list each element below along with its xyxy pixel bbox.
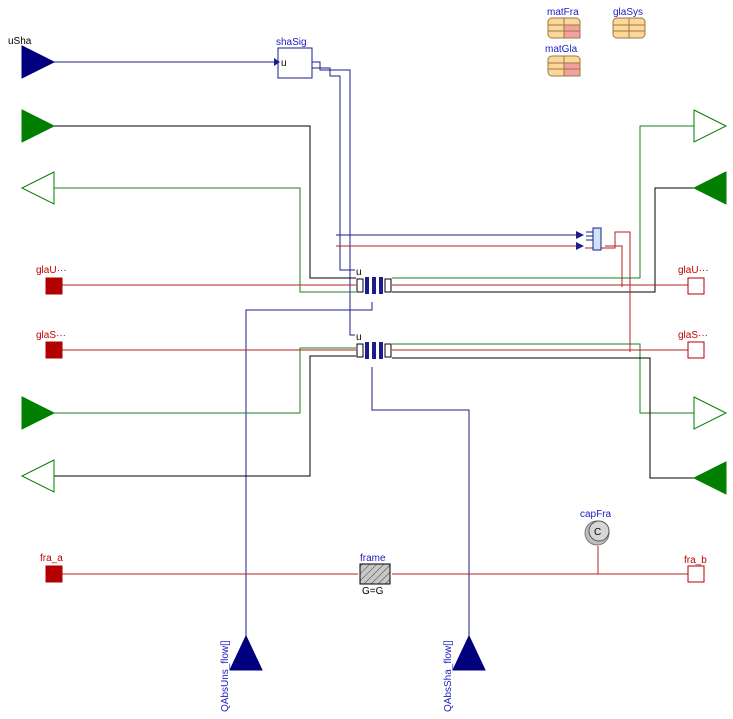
qabssha-triangle-icon bbox=[452, 634, 486, 671]
shaded-exchange-block[interactable]: u bbox=[356, 332, 392, 359]
glass-pane-icon bbox=[379, 342, 383, 359]
radiation-output-unshaded-left-icon[interactable] bbox=[20, 171, 55, 205]
radiation-output-unshaded-right-icon[interactable] bbox=[693, 109, 728, 143]
wire-qabssha bbox=[371, 367, 470, 670]
heat-port-open-icon bbox=[687, 565, 705, 583]
radiation-output-shaded-right-icon[interactable] bbox=[693, 396, 728, 430]
glass-pane-icon bbox=[365, 277, 369, 294]
wire-rad-right-in-1 bbox=[392, 187, 694, 293]
wire-rad-out-2 bbox=[54, 355, 356, 477]
usha-port[interactable]: uSha bbox=[8, 36, 56, 79]
fra-a-port[interactable]: fra_a bbox=[40, 553, 63, 583]
wire-shasig-to-conv-shaded bbox=[312, 61, 355, 336]
glasha-right-label: glaS··· bbox=[678, 330, 708, 341]
glauns-left-port[interactable]: glaU··· bbox=[36, 265, 67, 295]
capfra-symbol: C bbox=[594, 527, 601, 538]
qabsuns-label: QAbsUns_flow[] bbox=[220, 640, 231, 712]
capfra-label: capFra bbox=[580, 509, 612, 520]
glauns-left-label: glaU··· bbox=[36, 265, 67, 276]
wire-rad-right-in-2 bbox=[392, 357, 694, 479]
capfra-capacitor[interactable]: capFra C bbox=[580, 509, 612, 546]
record-table-icon bbox=[612, 17, 646, 39]
shasig-input-arrow-icon bbox=[274, 58, 280, 66]
usha-label: uSha bbox=[8, 36, 32, 47]
shaded-exchange-port-label: u bbox=[356, 332, 362, 343]
shasig-block[interactable]: u shaSig bbox=[274, 37, 313, 79]
layer-rect bbox=[384, 278, 392, 293]
matgla-label: matGla bbox=[545, 44, 578, 55]
frame-conductor[interactable]: frame G=G bbox=[359, 553, 391, 597]
wire-switch-red-2 bbox=[605, 245, 623, 287]
heat-port-open-icon bbox=[687, 341, 705, 359]
shasig-box bbox=[277, 47, 313, 79]
wire-switch-heat bbox=[585, 231, 631, 352]
heat-port-filled-icon bbox=[45, 341, 63, 359]
record-table-icon bbox=[547, 17, 581, 39]
heat-wires bbox=[62, 231, 688, 575]
frame-param-label: G=G bbox=[362, 586, 384, 597]
fra-b-port[interactable]: fra_b bbox=[684, 555, 707, 583]
capacitor-icon bbox=[588, 520, 610, 542]
signal-wires bbox=[54, 61, 578, 670]
glasha-left-port[interactable]: glaS··· bbox=[36, 330, 66, 359]
qabssha-label: QAbsSha_flow[] bbox=[443, 640, 454, 712]
matfra-label: matFra bbox=[547, 7, 579, 18]
radiation-wires bbox=[54, 125, 694, 479]
wire-qabsuns bbox=[245, 302, 373, 670]
wire-rad-out-1 bbox=[54, 187, 356, 293]
layer-rect bbox=[384, 343, 392, 358]
qabssha-flow-port[interactable]: QAbsSha_flow[] bbox=[443, 634, 486, 712]
glauns-right-port[interactable]: glaU··· bbox=[678, 265, 709, 295]
record-table-icon bbox=[547, 55, 581, 77]
glass-pane-icon bbox=[379, 277, 383, 294]
qabsuns-flow-port[interactable]: QAbsUns_flow[] bbox=[220, 634, 263, 712]
radiation-input-unshaded-right-icon[interactable] bbox=[692, 171, 727, 205]
shasig-port-label: u bbox=[281, 58, 287, 69]
wire-rad-right-out-2 bbox=[392, 343, 694, 414]
glauns-right-label: glaU··· bbox=[678, 265, 709, 276]
switch-box bbox=[592, 227, 602, 251]
matfra-record[interactable]: matFra bbox=[547, 7, 581, 39]
heat-port-filled-icon bbox=[45, 565, 63, 583]
usha-triangle-icon bbox=[21, 45, 56, 79]
layer-rect bbox=[356, 278, 364, 293]
fra-a-label: fra_a bbox=[40, 553, 63, 564]
glasys-record[interactable]: glaSys bbox=[612, 7, 646, 39]
glasys-label: glaSys bbox=[613, 7, 643, 18]
switch-input-arrow-icon bbox=[576, 231, 584, 239]
radiation-input-shaded-left-icon[interactable] bbox=[21, 396, 56, 430]
switch-block[interactable] bbox=[576, 227, 602, 251]
glass-pane-icon bbox=[372, 342, 376, 359]
heat-port-open-icon bbox=[687, 277, 705, 295]
glasha-left-label: glaS··· bbox=[36, 330, 66, 341]
matgla-record[interactable]: matGla bbox=[545, 44, 581, 77]
glass-pane-icon bbox=[372, 277, 376, 294]
glasha-right-port[interactable]: glaS··· bbox=[678, 330, 708, 359]
shasig-label: shaSig bbox=[276, 37, 307, 48]
switch-input-arrow-icon bbox=[576, 242, 584, 250]
radiation-input-unshaded-left-icon[interactable] bbox=[21, 109, 56, 143]
radiation-input-shaded-right-icon[interactable] bbox=[692, 461, 727, 495]
frame-hatched-box bbox=[359, 563, 391, 585]
fra-b-label: fra_b bbox=[684, 555, 707, 566]
radiation-output-shaded-left-icon[interactable] bbox=[20, 459, 55, 493]
wire-shasig-to-conv-unshaded bbox=[312, 67, 355, 271]
heat-port-filled-icon bbox=[45, 277, 63, 295]
wire-rad-in-2 bbox=[54, 347, 356, 414]
unshaded-exchange-block[interactable]: u bbox=[356, 267, 392, 294]
wire-rad-in-1 bbox=[54, 125, 356, 279]
wire-rad-right-out-1 bbox=[392, 125, 694, 279]
layer-rect bbox=[356, 343, 364, 358]
unshaded-exchange-port-label: u bbox=[356, 267, 362, 278]
glass-pane-icon bbox=[365, 342, 369, 359]
qabsuns-triangle-icon bbox=[229, 634, 263, 671]
frame-label: frame bbox=[360, 553, 386, 564]
